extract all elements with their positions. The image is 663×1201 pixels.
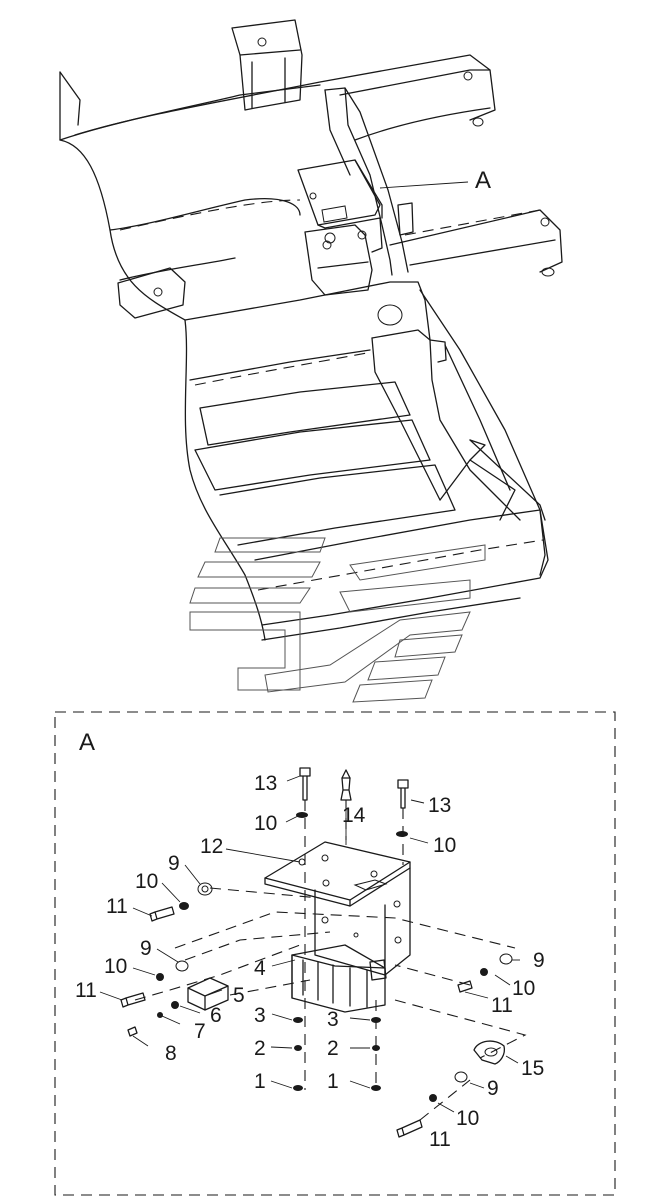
washers-and-nuts [156,812,513,1102]
callout-11-upper-left: 11 [106,895,128,918]
callout-11-right: 11 [491,994,513,1017]
callout-labels: 13 10 14 13 10 12 9 10 11 9 10 11 4 5 6 … [75,772,545,1151]
ecu-unit-overview: A [297,159,491,253]
callout-2-right: 2 [327,1037,339,1060]
bolts-and-studs [120,767,473,1138]
callout-9-right: 9 [533,949,545,972]
callout-14: 14 [342,804,366,827]
callout-12: 12 [200,835,223,858]
callout-13-left: 13 [254,772,277,795]
mounting-bracket [264,841,411,976]
callout-10-right: 10 [512,977,535,1000]
callout-6: 6 [210,1004,222,1027]
callout-9-upper: 9 [168,852,180,875]
callout-2-left: 2 [254,1037,266,1060]
detail-title: A [79,729,95,756]
callout-3-left: 3 [254,1004,266,1027]
callout-10-lower: 10 [456,1107,479,1130]
callout-9-lower: 9 [487,1077,499,1100]
callout-1-right: 1 [327,1070,339,1093]
callout-10-top-left: 10 [254,812,277,835]
detail-a-frame: A [54,711,616,1196]
ecu-module [291,944,387,1013]
assembly-centerlines [134,800,527,1121]
callout-3-right: 3 [327,1008,339,1031]
callout-10-top-right: 10 [433,834,456,857]
hose-clamp [473,1040,506,1065]
callout-11-lower: 11 [429,1128,451,1151]
callout-1-left: 1 [254,1070,266,1093]
leader-lines [99,775,520,1113]
callout-10-upper-left: 10 [135,870,158,893]
chassis-frame-drawing [59,19,563,641]
callout-9-mid: 9 [140,937,152,960]
callout-15: 15 [521,1057,544,1080]
callout-10-mid-left: 10 [104,955,127,978]
callout-7: 7 [194,1020,206,1043]
callout-13-right: 13 [428,794,451,817]
callout-4: 4 [254,957,266,980]
callout-11-mid-left: 11 [75,979,97,1002]
watermark-logo [189,537,486,703]
callout-5: 5 [233,984,245,1007]
overview-callout-a: A [475,167,491,194]
callout-8: 8 [165,1042,177,1065]
